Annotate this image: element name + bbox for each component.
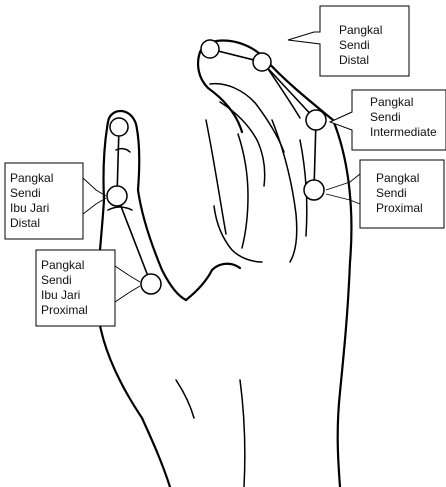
callout-intermediate-line-2: Sendi	[370, 110, 401, 124]
thumb-web	[186, 264, 240, 300]
callout-thumb-distal: Pangkal Sendi Ibu Jari Distal	[5, 163, 106, 239]
joint-thumb-distal	[107, 186, 127, 206]
hand-outline	[97, 41, 351, 487]
callout-distal: Pangkal Sendi Distal	[288, 6, 409, 76]
palm-crease	[176, 380, 194, 418]
callout-distal-line-3: Distal	[339, 53, 369, 67]
callout-proximal-line-3: Proximal	[376, 201, 423, 215]
wrist-line	[240, 380, 245, 487]
callout-intermediate-line-1: Pangkal	[370, 95, 413, 109]
callout-thumb-proximal: Pangkal Sendi Ibu Jari Proximal	[36, 250, 140, 326]
callout-thumb-distal-line-2: Sendi	[10, 186, 41, 200]
callout-proximal-line-1: Pangkal	[376, 171, 419, 185]
callout-thumb-proximal-leader-top	[115, 266, 140, 282]
finger-bone-middle	[262, 62, 316, 120]
callout-thumb-proximal-line-2: Sendi	[41, 273, 72, 287]
joint-finger-tip	[201, 40, 219, 58]
callout-proximal: Pangkal Sendi Proximal	[326, 160, 444, 228]
callout-proximal-leader-bottom	[326, 194, 360, 204]
callout-proximal-leader-top	[326, 174, 360, 190]
palm-right-edge	[333, 120, 351, 487]
callout-thumb-proximal-line-3: Ibu Jari	[41, 288, 80, 302]
callout-thumb-distal-line-1: Pangkal	[10, 171, 53, 185]
joint-thumb-tip	[110, 118, 128, 136]
joint-thumb-proximal	[141, 274, 161, 294]
joint-finger-proximal	[304, 180, 324, 200]
thumb-knuckle-crease	[108, 207, 132, 210]
fingertip-under	[198, 52, 242, 132]
curled-finger-fold-3	[238, 134, 248, 248]
fingertip-cap	[200, 41, 333, 120]
callout-intermediate-line-3: Intermediate	[370, 125, 437, 139]
callout-thumb-proximal-line-4: Proximal	[41, 303, 88, 317]
callout-distal-line-2: Sendi	[339, 38, 370, 52]
finger-crease-2	[272, 120, 297, 262]
index-finger-base	[214, 206, 262, 262]
callout-thumb-proximal-leader-bottom	[115, 286, 140, 302]
callout-proximal-line-2: Sendi	[376, 186, 407, 200]
callout-thumb-distal-line-3: Ibu Jari	[10, 201, 49, 215]
joint-finger-distal	[253, 53, 271, 71]
callout-thumb-proximal-line-1: Pangkal	[41, 258, 84, 272]
curled-finger-fold-1	[210, 84, 284, 152]
curled-finger-fold-2	[220, 102, 265, 186]
callout-thumb-distal-line-4: Distal	[10, 216, 40, 230]
callout-distal-line-1: Pangkal	[339, 23, 382, 37]
joint-finger-intermediate	[306, 110, 326, 130]
callout-intermediate: Pangkal Sendi Intermediate	[330, 90, 446, 150]
hand-details	[108, 60, 307, 487]
